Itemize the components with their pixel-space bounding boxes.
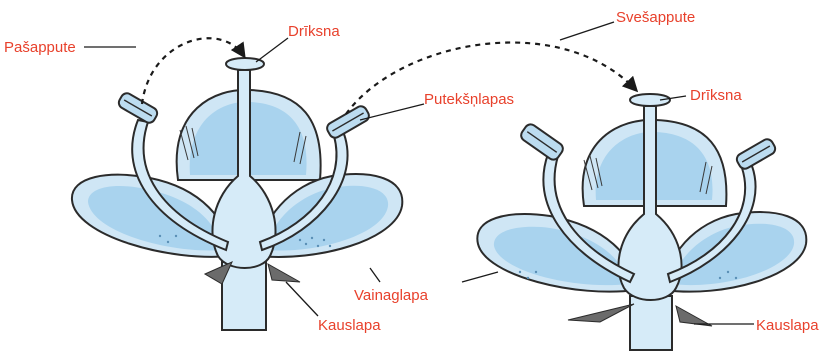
right-flower [477, 94, 806, 350]
left-flower [72, 58, 402, 330]
leader-sepal-left [286, 282, 318, 316]
label-self-pollination: Pašappute [4, 39, 76, 56]
right-anther-left [519, 122, 565, 162]
label-stigma-right: Drīksna [690, 87, 742, 104]
left-receptacle [222, 262, 266, 330]
right-receptacle [630, 296, 672, 350]
label-sepal-left: Kauslapa [318, 317, 381, 334]
right-petal-left-shade [494, 227, 628, 285]
leader-stamens [360, 104, 424, 120]
label-stamens: Putekšņlapas [424, 91, 514, 108]
label-sepal-right: Kauslapa [756, 317, 819, 334]
leader-petal-left [370, 268, 380, 282]
label-petal: Vainaglapa [354, 287, 429, 304]
leader-petal [462, 272, 498, 282]
right-anther-right [735, 137, 778, 171]
label-stigma-left: Drīksna [288, 23, 340, 40]
leader-cross-pollination [560, 22, 614, 40]
leader-stigma-left [256, 38, 288, 62]
label-cross-pollination: Svešappute [616, 9, 695, 26]
left-anther-right [325, 104, 371, 140]
